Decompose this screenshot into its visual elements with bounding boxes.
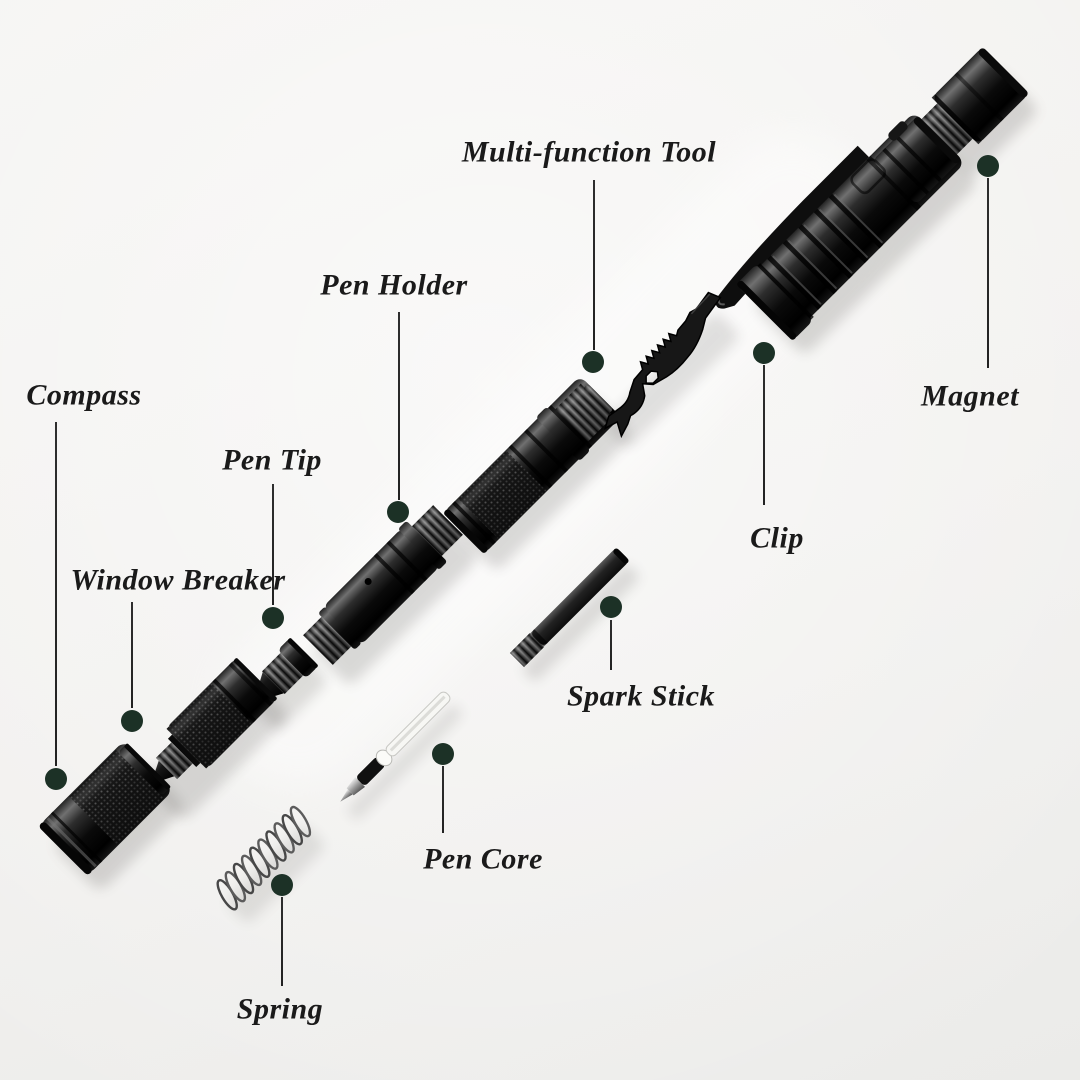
part-label-magnet: Magnet <box>920 379 1020 413</box>
part-label-compass: Compass <box>26 378 142 412</box>
leader-line-clip <box>763 365 765 505</box>
part-spark-stick <box>509 548 629 668</box>
anchor-dot-multi-function-tool <box>582 351 604 373</box>
part-pen-tip <box>253 638 318 703</box>
leader-line-pen-core <box>442 766 444 833</box>
anchor-dot-compass <box>45 768 67 790</box>
part-window-breaker <box>150 658 277 785</box>
part-magnet-cap <box>920 48 1028 156</box>
anchor-dot-window-breaker <box>121 710 143 732</box>
part-label-clip: Clip <box>750 521 804 555</box>
part-label-multi-function-tool: Multi-function Tool <box>461 135 717 169</box>
part-multi-function-tool <box>603 291 722 439</box>
part-compass-cap <box>39 743 171 875</box>
part-label-pen-holder: Pen Holder <box>320 268 468 302</box>
part-label-pen-tip: Pen Tip <box>222 443 322 477</box>
leader-line-multi-function-tool <box>593 180 595 350</box>
leader-line-compass <box>55 422 57 766</box>
part-grip-barrel <box>444 379 618 553</box>
anchor-dot-spring <box>271 874 293 896</box>
part-main-body <box>715 115 962 340</box>
leader-line-magnet <box>987 178 989 368</box>
part-spring <box>216 805 312 911</box>
part-label-pen-core: Pen Core <box>423 842 543 876</box>
anchor-dot-pen-holder <box>387 501 409 523</box>
part-label-spring: Spring <box>236 992 324 1026</box>
leader-line-spring <box>281 897 283 986</box>
anchor-dot-clip <box>753 342 775 364</box>
leader-line-window-breaker <box>131 602 133 708</box>
part-pen-core <box>340 691 451 802</box>
anchor-dot-spark-stick <box>600 596 622 618</box>
leader-line-spark-stick <box>610 620 612 670</box>
anchor-dot-pen-tip <box>262 607 284 629</box>
leader-line-pen-holder <box>398 312 400 500</box>
part-label-spark-stick: Spark Stick <box>566 679 716 713</box>
part-pen-holder <box>303 505 463 665</box>
part-label-window-breaker: Window Breaker <box>70 563 286 597</box>
leader-line-pen-tip <box>272 484 274 605</box>
anchor-dot-pen-core <box>432 743 454 765</box>
anchor-dot-magnet <box>977 155 999 177</box>
